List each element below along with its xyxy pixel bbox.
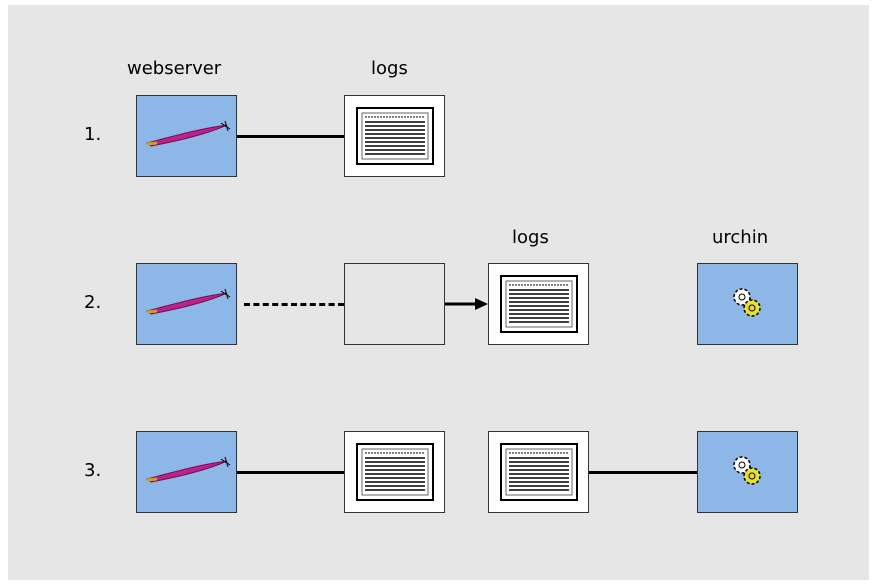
gears-icon	[733, 456, 761, 485]
webserver-box-row1	[136, 95, 237, 177]
label-webserver: webserver	[127, 58, 222, 79]
webserver-box-row2	[136, 263, 237, 345]
label-logs-row1: logs	[371, 58, 408, 79]
connector-row3-left	[237, 471, 344, 474]
log-file-icon	[356, 107, 434, 165]
urchin-box-row2	[697, 263, 798, 345]
connector-row1	[237, 135, 344, 138]
label-urchin: urchin	[712, 227, 769, 248]
empty-log-slot-row2	[344, 263, 445, 345]
step-1-number: 1.	[84, 124, 102, 145]
connector-row3-right	[589, 471, 697, 474]
webserver-box-row3	[136, 431, 237, 513]
log-file-icon	[500, 443, 578, 501]
logs-box-row3-right	[488, 431, 589, 513]
gears-icon	[733, 288, 761, 317]
logs-box-row2	[488, 263, 589, 345]
logs-box-row1	[344, 95, 445, 177]
dashed-connector-row2	[244, 303, 344, 306]
feather-icon	[145, 288, 231, 315]
label-logs-row2: logs	[512, 227, 549, 248]
urchin-box-row3	[697, 431, 798, 513]
feather-icon	[145, 456, 231, 483]
log-file-icon	[500, 275, 578, 333]
feather-icon	[145, 120, 231, 147]
step-3-number: 3.	[84, 460, 102, 481]
log-file-icon	[356, 443, 434, 501]
step-2-number: 2.	[84, 292, 102, 313]
arrow-right-icon	[445, 298, 488, 310]
logs-box-row3-left	[344, 431, 445, 513]
